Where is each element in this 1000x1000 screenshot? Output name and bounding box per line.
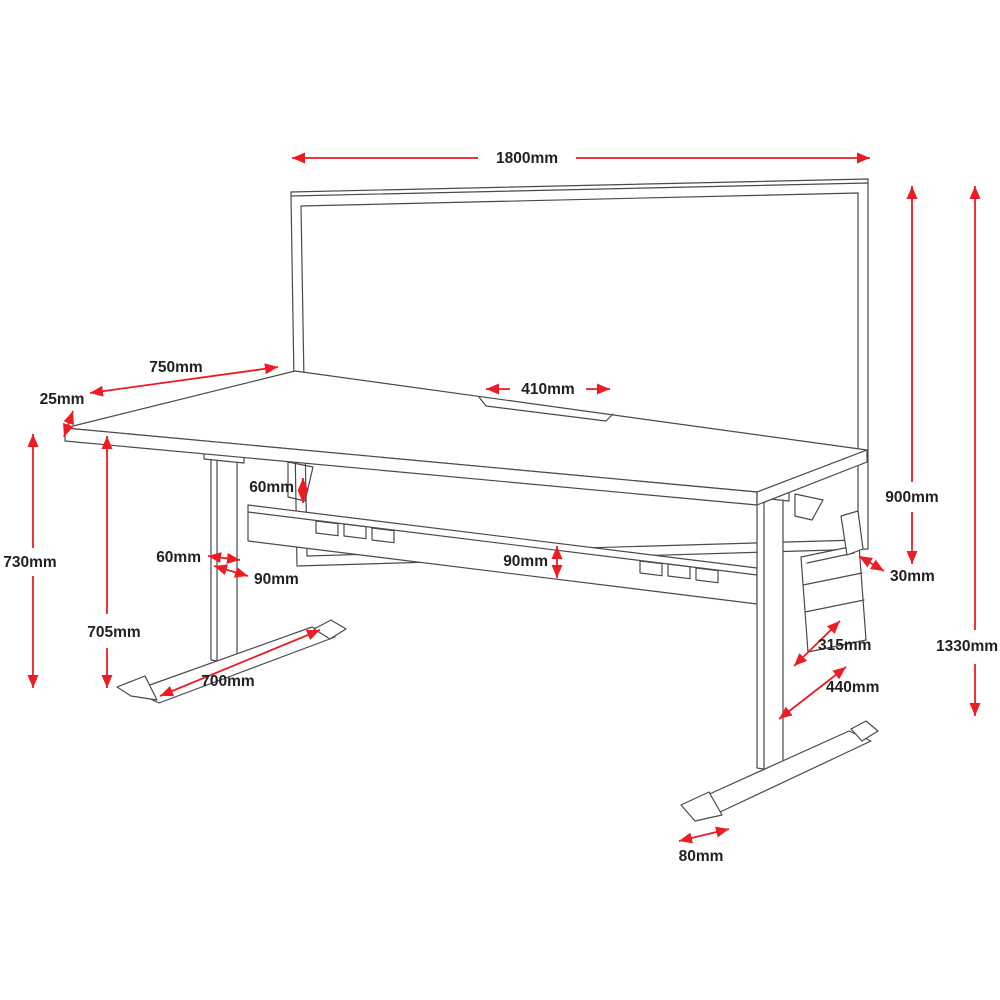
dim-foot-cap-width: 80mm [678,826,730,865]
dim-screen-thickness-label: 30mm [890,568,935,585]
dim-desk-depth-arrow [89,363,279,397]
dim-beam-height: 90mm [503,546,563,578]
dim-bracket-height-label: 60mm [249,479,294,496]
left-leg-column [203,445,245,665]
dim-screen-thickness-arrow [858,555,885,572]
dim-rail-width-label: 315mm [818,637,871,654]
dim-bracket-height: 60mm [249,478,309,503]
dim-foot-length-label: 700mm [201,673,254,690]
dim-leg-depth-arrow [213,564,249,578]
dim-leg-depth: 90mm [213,564,299,588]
dim-rail-length: 440mm [778,666,879,720]
right-foot [680,720,879,822]
dim-desk-depth: 750mm [89,359,279,397]
right-foot-back-cap [850,720,879,742]
dim-beam-height-label: 90mm [503,553,548,570]
beam-vent-1 [315,520,339,537]
dim-rail-width-arrow [793,620,841,667]
left-column-body [210,445,238,665]
dim-rail-length-label: 440mm [826,679,879,696]
dim-cable-cutout: 410mm [486,381,610,398]
dim-leg-width-arrow [207,552,241,564]
beam-vent-5 [667,563,691,580]
dim-screen-height-label: 900mm [885,489,938,506]
right-foot-front-cap [680,791,723,822]
dim-overall-height: 1330mm [936,186,998,716]
dim-floor-to-top: 730mm [3,434,57,688]
screen-clamp-bracket [840,510,864,556]
beam-vent-3 [371,527,395,544]
dim-foot-cap-width-arrow [678,826,730,844]
right-column-body [756,473,784,773]
dim-top-thickness-arrow [63,410,74,438]
dim-screen-height: 900mm [885,186,939,564]
dim-top-thickness: 25mm [40,391,85,438]
dim-foot-length: 700mm [159,629,321,697]
dim-underside-height-label: 705mm [87,624,140,641]
rail-frame [800,544,867,653]
right-gusset-bracket [794,493,824,521]
dim-desk-depth-label: 750mm [149,359,202,376]
dim-screen-thickness: 30mm [858,555,935,585]
left-foot-back-cap [313,619,347,640]
dim-leg-width-label: 60mm [156,549,201,566]
left-foot-front-cap [116,675,158,701]
dim-desk-width-label: 1800mm [496,150,558,167]
desktop-cable-cutout [478,396,614,422]
dim-floor-to-top-label: 730mm [3,554,56,571]
rail-inner-line-2 [802,572,863,586]
dim-overall-height-label: 1330mm [936,638,998,655]
beam-vent-2 [343,523,367,540]
dim-rail-width: 315mm [793,620,871,667]
dim-desk-width: 1800mm [292,150,870,167]
dimension-annotations: 1800mm 750mm 25mm 410mm 60mm 60mm [3,150,998,865]
desk-drawing [64,178,879,822]
dim-rail-length-arrow [778,666,847,720]
rail-inner-line-1 [806,552,855,564]
dim-top-thickness-label: 25mm [40,391,85,408]
right-leg-column [750,473,790,773]
dim-cable-cutout-label: 410mm [521,381,574,398]
dim-underside-height: 705mm [87,436,141,688]
dim-foot-cap-width-label: 80mm [679,848,724,865]
dim-leg-width: 60mm [156,549,241,566]
dim-leg-depth-label: 90mm [254,571,299,588]
desktop-right-edge [756,449,868,506]
beam-vent-6 [695,567,719,584]
screen-top-edge [290,178,869,197]
rail-inner-line-3 [804,599,865,613]
dim-foot-length-arrow [159,629,321,697]
beam-vent-4 [639,560,663,577]
